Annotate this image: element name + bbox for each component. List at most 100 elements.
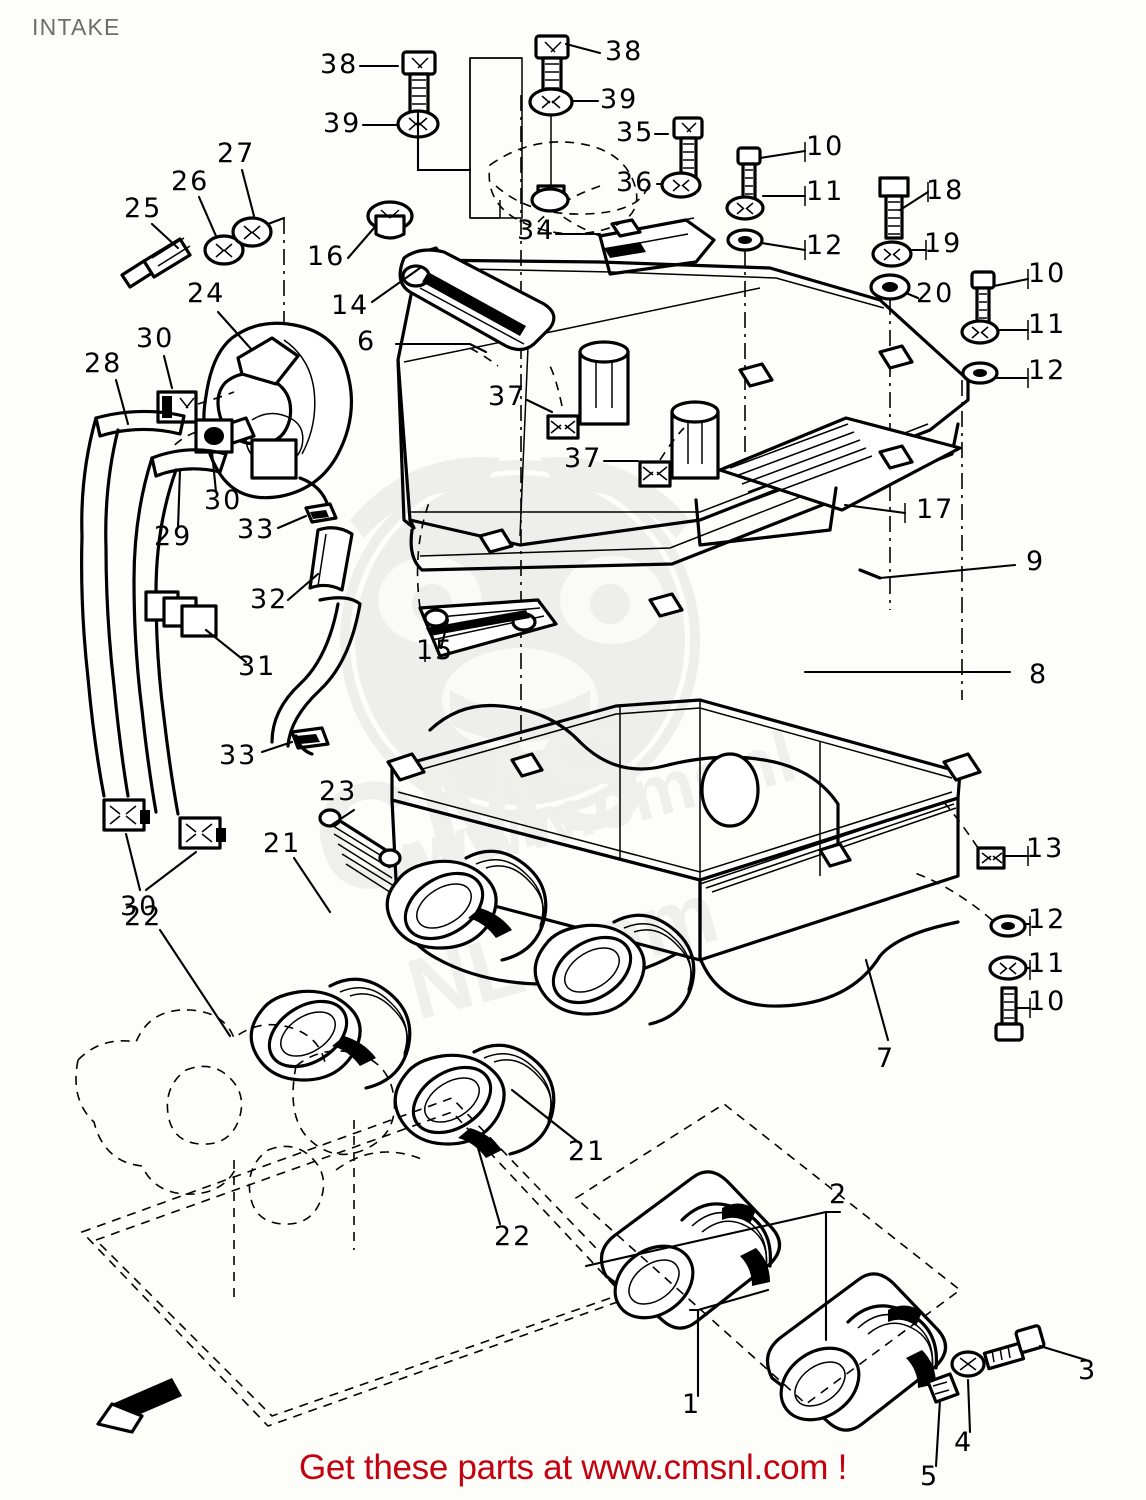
fastener-11a bbox=[725, 195, 765, 221]
callout-39a: 39 bbox=[323, 108, 362, 139]
callout-38a: 38 bbox=[320, 49, 359, 80]
callout-21b: 21 bbox=[568, 1136, 607, 1167]
part-4-washer bbox=[950, 1350, 986, 1378]
part-14-strut bbox=[398, 248, 556, 352]
callout-15: 15 bbox=[416, 635, 455, 666]
fastener-35 bbox=[672, 116, 704, 184]
callout-22a: 22 bbox=[124, 901, 163, 932]
callout-38b: 38 bbox=[605, 36, 644, 67]
leader-37a bbox=[525, 398, 554, 414]
engine-head-ghost bbox=[75, 1009, 642, 1427]
leader-21a bbox=[292, 856, 332, 914]
leader-21b bbox=[510, 1088, 580, 1144]
callout-23: 23 bbox=[319, 776, 358, 807]
page-title: INTAKE bbox=[32, 14, 121, 40]
leader-38-right bbox=[564, 42, 602, 55]
part-23-spring bbox=[318, 808, 402, 897]
callout-10c: 10 bbox=[1028, 986, 1067, 1017]
leader-23 bbox=[328, 808, 356, 828]
callout-10b: 10 bbox=[1028, 258, 1067, 289]
leader-24 bbox=[216, 310, 254, 352]
fastener-39-right bbox=[528, 87, 574, 117]
intake-manifold-pair bbox=[574, 1103, 1046, 1432]
callout-14: 14 bbox=[331, 290, 370, 321]
leader-6 bbox=[394, 342, 488, 354]
clamp-30c-left bbox=[102, 798, 150, 832]
grommet-36-on-duct bbox=[530, 187, 570, 213]
hose-29 bbox=[150, 448, 228, 478]
fastener-25 bbox=[120, 237, 192, 289]
fastener-20 bbox=[869, 273, 911, 301]
part-33b-clip bbox=[290, 726, 330, 750]
leader-33a bbox=[276, 514, 308, 530]
callout-34: 34 bbox=[517, 215, 556, 246]
leader-18 bbox=[898, 190, 930, 212]
leader-27b bbox=[266, 216, 286, 226]
callout-11b: 11 bbox=[1028, 309, 1067, 340]
leader-30c-b bbox=[144, 850, 198, 892]
callout-18: 18 bbox=[926, 175, 965, 206]
leader-28 bbox=[114, 378, 130, 426]
leader-1b bbox=[696, 1288, 770, 1312]
fastener-38-left bbox=[401, 50, 437, 114]
fastener-10c bbox=[994, 986, 1024, 1042]
fastener-13 bbox=[976, 846, 1006, 870]
fastener-11c bbox=[988, 955, 1028, 981]
part-3-bolt bbox=[982, 1324, 1046, 1371]
callout-3: 3 bbox=[1078, 1355, 1098, 1386]
footer-cta: Get these parts at www.cmsnl.com ! bbox=[298, 1448, 848, 1487]
callout-19: 19 bbox=[924, 228, 963, 259]
leader-16 bbox=[346, 226, 376, 260]
fastener-10b bbox=[970, 270, 996, 326]
callout-26: 26 bbox=[171, 166, 210, 197]
callout-11a: 11 bbox=[806, 176, 845, 207]
clamp-30a bbox=[156, 390, 198, 424]
callout-22b: 22 bbox=[494, 1221, 533, 1252]
callout-33b: 33 bbox=[219, 740, 258, 771]
callout-36: 36 bbox=[616, 167, 655, 198]
leader-7 bbox=[864, 958, 890, 1042]
callout-31: 31 bbox=[238, 651, 277, 682]
callout-24: 24 bbox=[187, 278, 226, 309]
leader-22a bbox=[158, 928, 232, 1038]
callout-13: 13 bbox=[1026, 833, 1065, 864]
leader-22b bbox=[476, 1146, 502, 1226]
airbox-lower-case bbox=[386, 698, 982, 1008]
callout-17: 17 bbox=[916, 494, 955, 525]
fastener-11b bbox=[960, 319, 1000, 345]
fastener-39-left bbox=[396, 109, 440, 139]
leader-2b bbox=[584, 1210, 828, 1268]
callout-30a: 30 bbox=[136, 323, 175, 354]
leader-29 bbox=[176, 468, 182, 530]
hose-28 bbox=[94, 409, 186, 438]
callout-4: 4 bbox=[954, 1427, 974, 1458]
svg-text:NL.com: NL.com bbox=[398, 864, 727, 1038]
callout-37b: 37 bbox=[564, 443, 603, 474]
callout-35: 35 bbox=[616, 117, 655, 148]
fastener-26 bbox=[203, 234, 245, 266]
callout-39b: 39 bbox=[600, 84, 639, 115]
callout-33a: 33 bbox=[237, 514, 276, 545]
fwd-direction-marker bbox=[96, 1378, 182, 1434]
leader-1a bbox=[688, 1308, 700, 1398]
leader-17 bbox=[843, 503, 907, 515]
fastener-12c bbox=[989, 914, 1027, 938]
callout-12c: 12 bbox=[1028, 904, 1067, 935]
callout-21a: 21 bbox=[263, 828, 302, 859]
leader-9 bbox=[878, 563, 1017, 580]
callout-29: 29 bbox=[154, 521, 193, 552]
fastener-12b bbox=[961, 361, 999, 385]
clamp-30b bbox=[194, 418, 234, 454]
callout-12b: 12 bbox=[1028, 355, 1067, 386]
callout-7: 7 bbox=[876, 1043, 896, 1074]
leader-27 bbox=[240, 168, 256, 218]
leader-30a bbox=[162, 354, 174, 390]
fastener-10a bbox=[736, 146, 762, 202]
airbox-upper-cover bbox=[396, 246, 970, 618]
fastener-38-right bbox=[534, 34, 570, 100]
svg-text:www.cmsnl: www.cmsnl bbox=[402, 716, 804, 895]
callout-9: 9 bbox=[1026, 546, 1046, 577]
